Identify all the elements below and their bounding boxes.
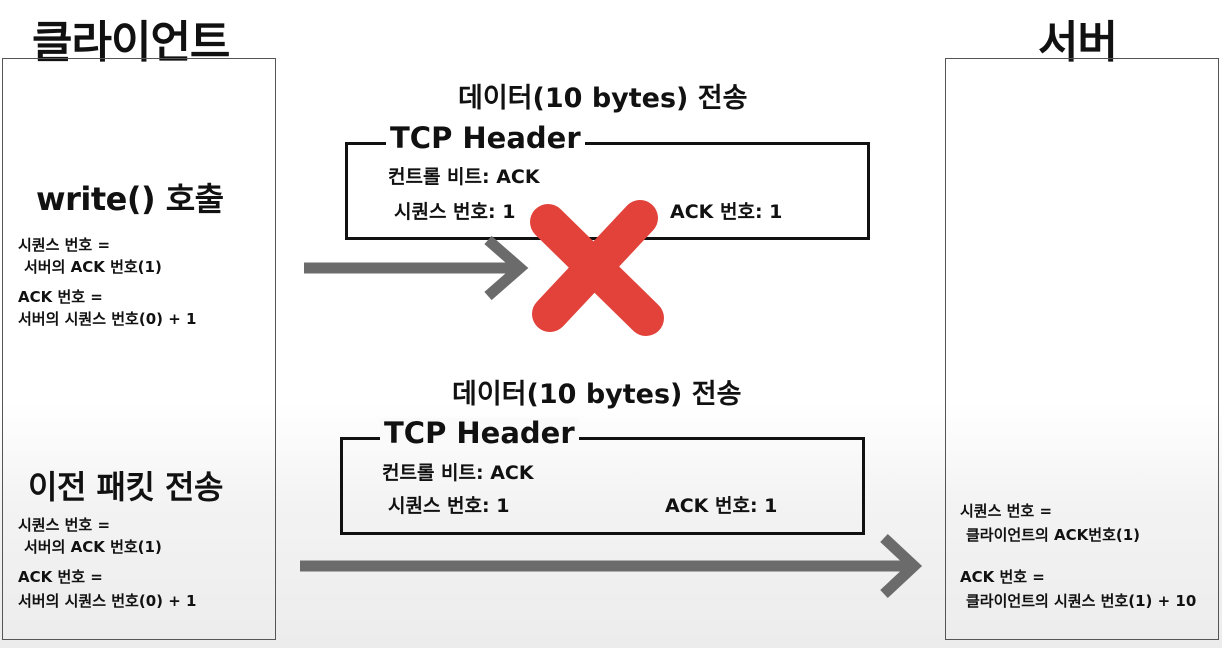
client-step1-seq-label: 시퀀스 번호 =	[18, 236, 111, 254]
server-column	[945, 58, 1219, 640]
transfer2-ack: ACK 번호: 1	[665, 495, 778, 517]
client-step2-seq-label: 시퀀스 번호 =	[18, 516, 111, 534]
transfer1-seq: 시퀀스 번호: 1	[394, 201, 516, 223]
client-step1-ack-value: 서버의 시퀀스 번호(0) + 1	[18, 310, 197, 328]
server-ack-label: ACK 번호 =	[960, 568, 1045, 586]
transfer2-tcp-header-label: TCP Header	[380, 418, 579, 448]
client-step1-heading: write() 호출	[36, 180, 224, 218]
server-seq-value: 클라이언트의 ACK번호(1)	[966, 526, 1141, 544]
transfer2-seq: 시퀀스 번호: 1	[388, 495, 510, 517]
fail-x-icon	[530, 200, 664, 336]
server-ack-value: 클라이언트의 시퀀스 번호(1) + 10	[966, 592, 1197, 610]
transfer1-control-bits: 컨트롤 비트: ACK	[388, 166, 540, 188]
transfer2-tcp-header-box	[340, 437, 865, 535]
transfer1-ack: ACK 번호: 1	[670, 201, 783, 223]
client-title: 클라이언트	[32, 17, 230, 68]
transfer2-arrow	[300, 533, 923, 599]
transfer2-title: 데이터(10 bytes) 전송	[452, 379, 742, 410]
client-step1-seq-value: 서버의 ACK 번호(1)	[24, 258, 162, 276]
transfer2-control-bits: 컨트롤 비트: ACK	[382, 462, 534, 484]
client-step2-heading: 이전 패킷 전송	[28, 468, 223, 506]
transfer1-tcp-header-label: TCP Header	[386, 123, 585, 153]
client-step2-seq-value: 서버의 ACK 번호(1)	[24, 538, 162, 556]
client-column	[2, 58, 276, 640]
client-step2-ack-value: 서버의 시퀀스 번호(0) + 1	[18, 592, 197, 610]
transfer1-arrow	[304, 235, 529, 301]
server-title: 서버	[1038, 17, 1118, 68]
server-seq-label: 시퀀스 번호 =	[960, 502, 1053, 520]
client-step1-ack-label: ACK 번호 =	[18, 288, 103, 306]
transfer1-title: 데이터(10 bytes) 전송	[458, 83, 748, 114]
client-step2-ack-label: ACK 번호 =	[18, 568, 103, 586]
